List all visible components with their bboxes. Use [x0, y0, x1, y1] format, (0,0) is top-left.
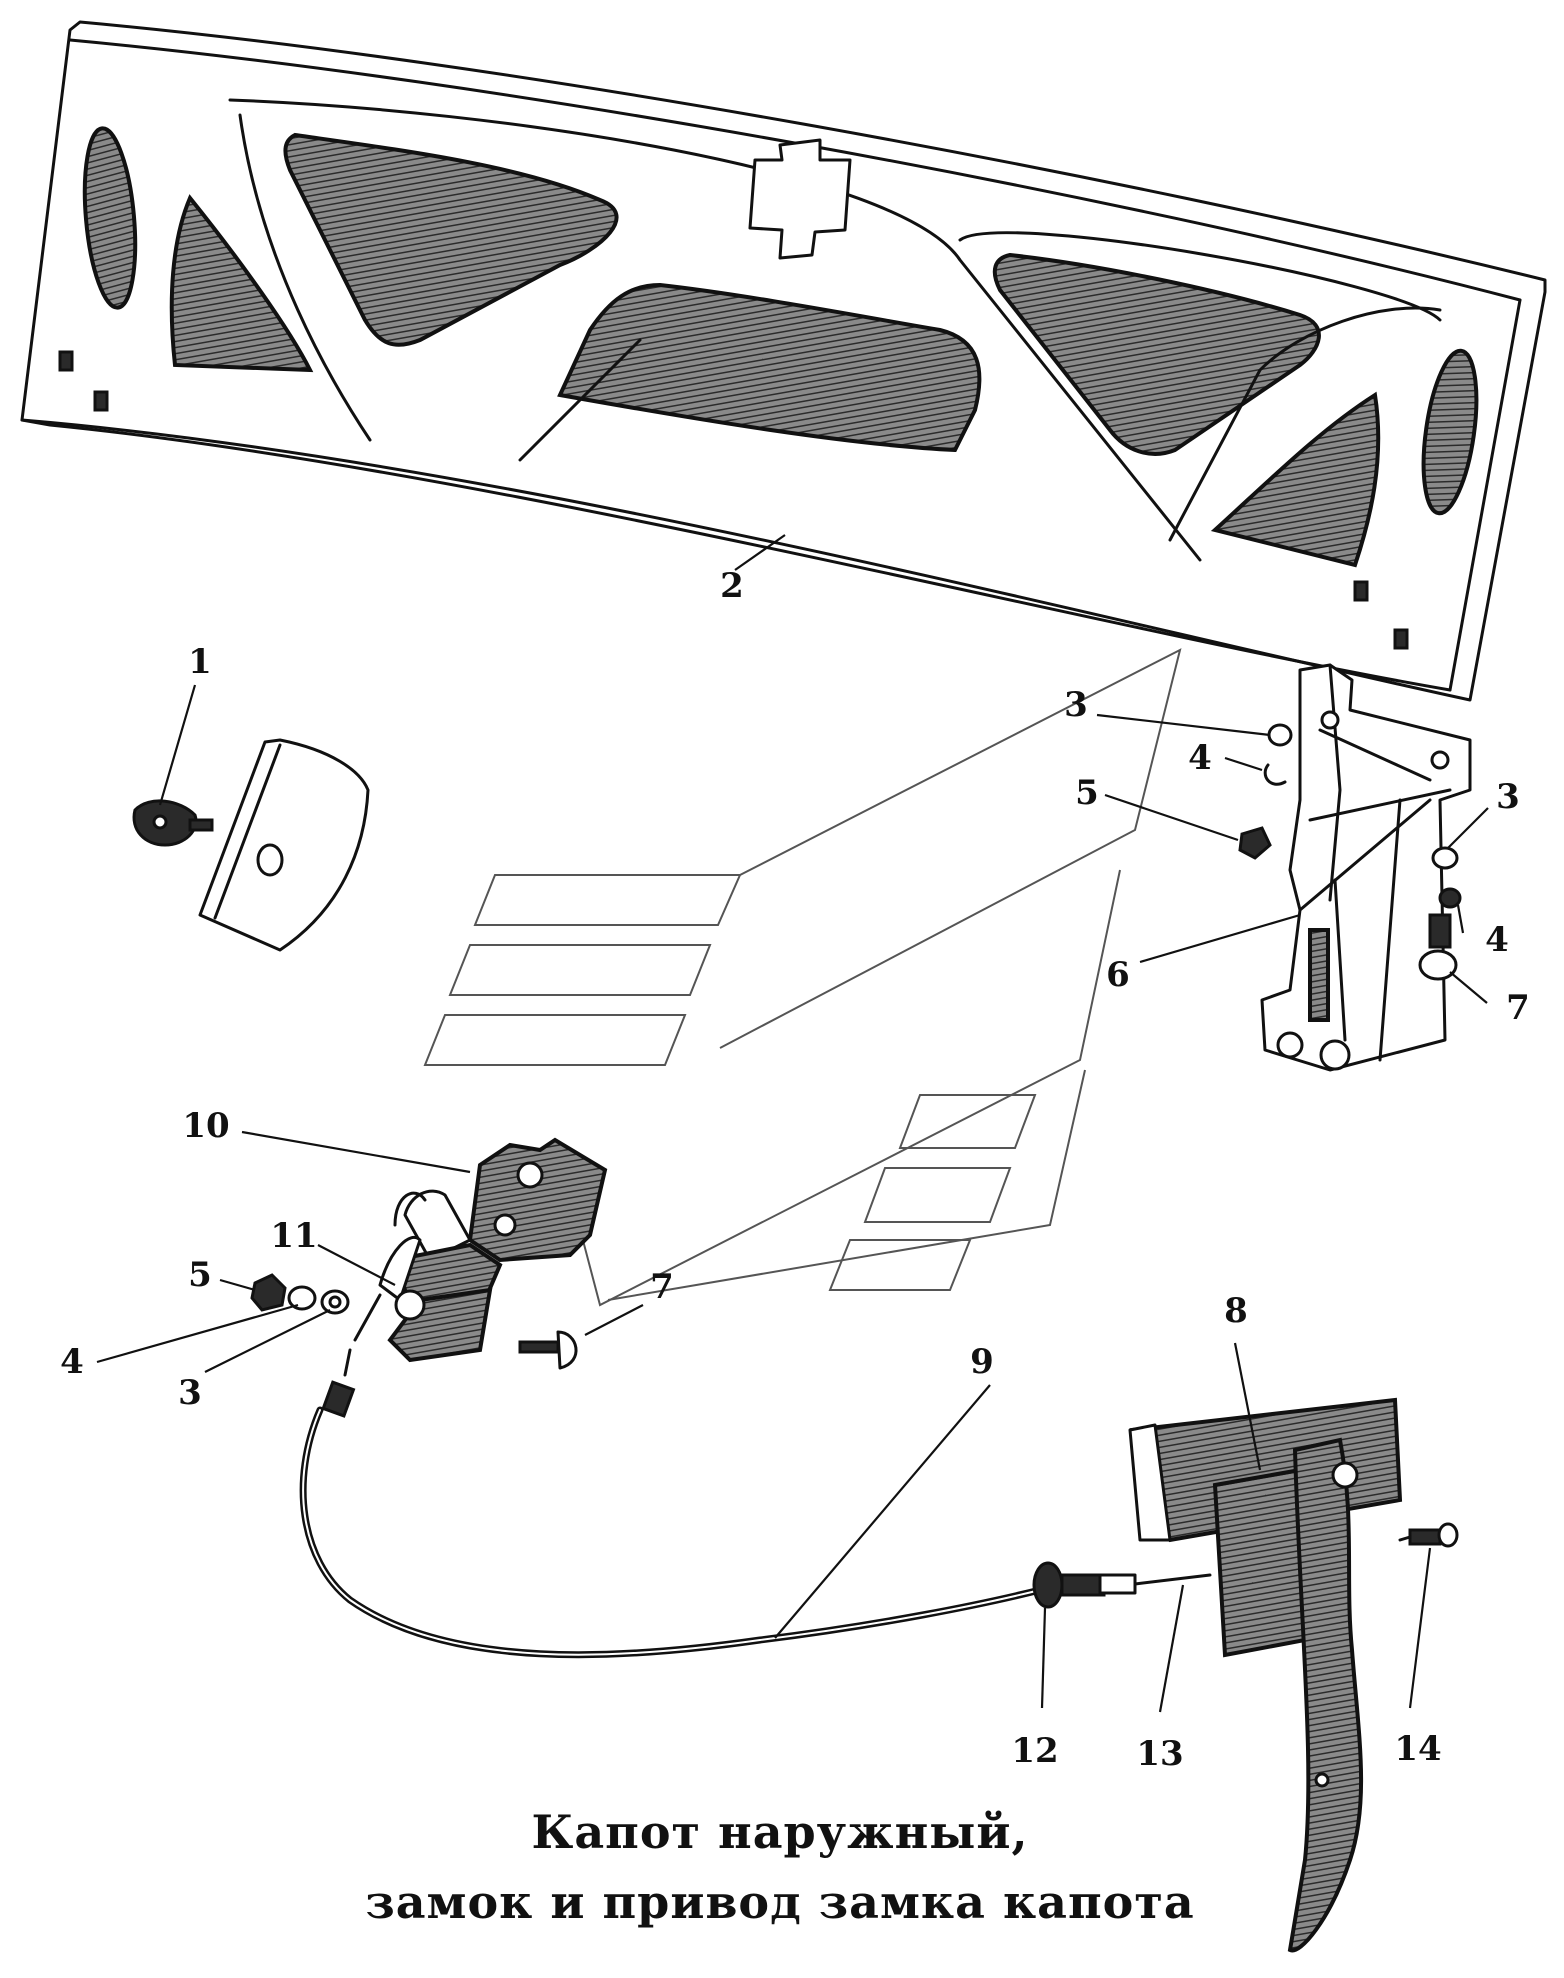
callout-5-hinge: 5 [1075, 773, 1099, 813]
callout-7-lock: 7 [650, 1267, 674, 1307]
diagram-caption-line-2: замок и привод замка капота [365, 1875, 1195, 1929]
callout-6: 6 [1106, 955, 1130, 995]
release-cable [299, 1380, 1212, 1659]
watermark-logo [423, 648, 1182, 1307]
callout-7-hinge: 7 [1506, 988, 1530, 1028]
callout-3-hinge-right: 3 [1496, 777, 1520, 817]
callout-1: 1 [188, 642, 212, 682]
lock-plate [132, 738, 370, 952]
callout-13: 13 [1136, 1734, 1184, 1774]
callout-4-hinge-right: 4 [1485, 920, 1509, 960]
hood-studs [58, 350, 1409, 650]
release-handle [1128, 1397, 1459, 1953]
hood-lock-mechanism [343, 1137, 608, 1377]
callout-8: 8 [1224, 1291, 1248, 1331]
callout-9: 9 [970, 1342, 994, 1382]
callout-14: 14 [1394, 1729, 1442, 1769]
callout-4-lock: 4 [60, 1342, 84, 1382]
lock-fasteners [250, 1273, 578, 1370]
leader-lines [96, 534, 1489, 1713]
hinge-fasteners [1238, 723, 1462, 981]
hood-panel [20, 20, 1547, 702]
hood-hinge [1260, 663, 1472, 1072]
callout-3-lock: 3 [178, 1373, 202, 1413]
callout-11: 11 [270, 1216, 318, 1256]
callout-10: 10 [182, 1106, 230, 1146]
callout-4-hinge-top: 4 [1188, 738, 1212, 778]
callout-2: 2 [720, 566, 744, 606]
callout-5-lock: 5 [188, 1255, 212, 1295]
callout-3-hinge-top: 3 [1064, 685, 1088, 725]
diagram-caption-line-1: Капот наружный, [531, 1805, 1029, 1859]
callout-12: 12 [1011, 1731, 1059, 1771]
